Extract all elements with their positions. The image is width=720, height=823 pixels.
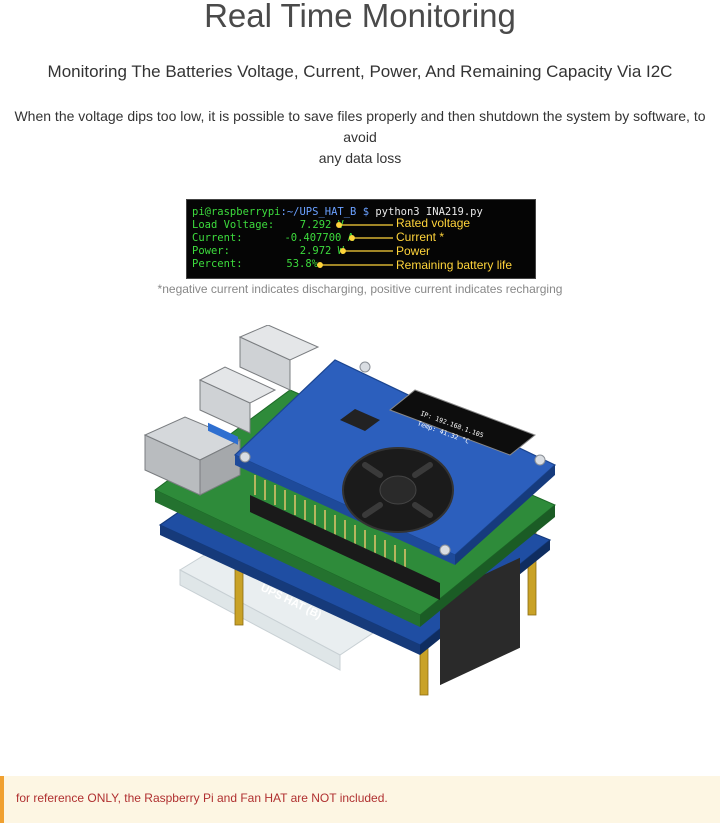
mounting-holes [239,361,546,556]
annotation-rated-voltage: Rated voltage [396,216,471,230]
terminal-row-percent: Percent: 53.8% [192,258,318,271]
row-label: Current: [192,232,243,244]
annotation-arrows [317,222,393,268]
description-line-2: any data loss [318,150,402,166]
footer-notice: for reference ONLY, the Raspberry Pi and… [0,776,720,823]
annotation-battery-life: Remaining battery life [396,258,513,272]
row-label: Percent: [192,258,243,270]
page-subtitle: Monitoring The Batteries Voltage, Curren… [47,62,673,81]
prompt-path: :~/UPS_HAT_B $ [280,206,370,218]
terminal-prompt: pi@raspberrypi:~/UPS_HAT_B $ python3 INA… [192,206,483,219]
row-label: Power: [192,245,230,257]
annotation-power: Power [396,244,431,258]
product-photo: UPS HAT (B) IP: 192.168.1.105 Temp: 41.3… [143,325,557,696]
prompt-user: pi@raspberrypi [192,206,281,218]
terminal-screenshot: pi@raspberrypi:~/UPS_HAT_B $ python3 INA… [186,199,536,279]
page-title: Real Time Monitoring [204,0,516,34]
header-connector [250,495,440,600]
current-note: *negative current indicates discharging,… [157,282,563,296]
description-line-1: When the voltage dips too low, it is pos… [14,108,706,145]
annotation-current: Current * [396,230,445,244]
chip [340,409,380,431]
row-value: 53.8% [286,258,318,270]
terminal-row-current: Current:-0.407700 A [192,232,354,245]
oled-display [389,389,536,456]
prompt-command: python3 INA219.py [369,206,483,218]
row-label: Load Voltage: [192,219,275,231]
gpio-header-pins [254,475,406,569]
footer-text: for reference ONLY, the Raspberry Pi and… [16,791,388,805]
description: When the voltage dips too low, it is pos… [0,106,720,169]
